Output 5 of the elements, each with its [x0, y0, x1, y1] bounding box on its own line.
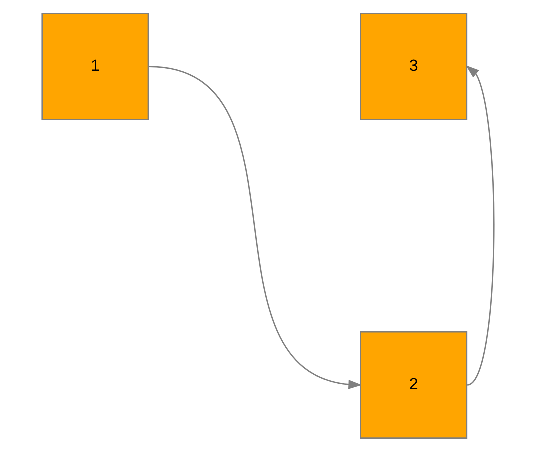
node-box: 3 — [360, 13, 468, 121]
node-box: 1 — [41, 13, 149, 121]
node-box: 2 — [360, 331, 468, 439]
arrow — [466, 66, 494, 386]
arrow — [148, 66, 362, 390]
